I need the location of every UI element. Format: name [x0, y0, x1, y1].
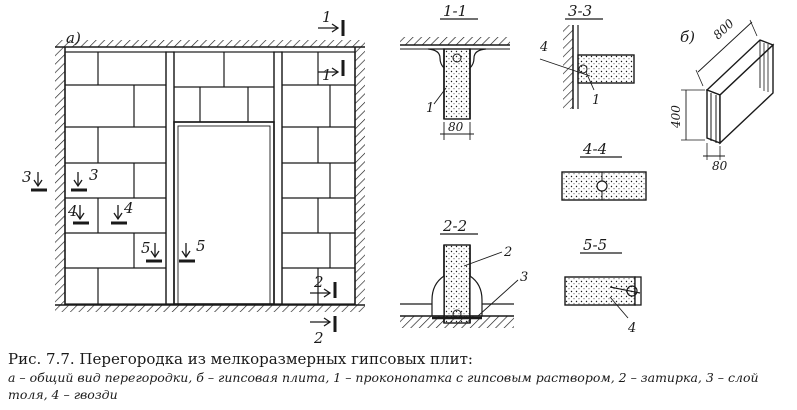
gypsum-block-view: б) 800 400 80 [669, 16, 775, 173]
section-3-3-slab [577, 54, 635, 84]
cut-mark-2-bottom-label: 2 [313, 329, 324, 345]
caption-title: Рис. 7.7. Перегородка из мелкоразмерных … [8, 350, 473, 368]
section-1-1-callout-1: 1 [426, 101, 434, 116]
block-length-dim: 800 [710, 16, 737, 42]
cut-mark-4-right-label: 4 [123, 199, 134, 217]
section-1-1-title: 1-1 [443, 2, 467, 20]
figure-caption: Рис. 7.7. Перегородка из мелкоразмерных … [8, 350, 793, 403]
lintel-panel [173, 51, 275, 123]
right-block-panel [281, 51, 356, 305]
floor-hatch [55, 305, 365, 312]
right-wall-hatch [355, 47, 365, 305]
cut-mark-4-left-label: 4 [67, 202, 78, 220]
cut-mark-3-left-label: 3 [22, 168, 32, 186]
cut-mark-5-left-label: 5 [141, 239, 151, 257]
partition-drawing: а) [22, 2, 775, 345]
left-wall-hatch [55, 47, 65, 305]
section-1-1-width-dim: 80 [448, 120, 464, 134]
section-3-3-title: 3-3 [568, 2, 592, 20]
cut-mark-4 [73, 205, 127, 225]
section-1-1-slab [443, 48, 471, 120]
cut-mark-5-right-label: 5 [196, 237, 206, 255]
section-4-4: 4-4 [561, 140, 647, 201]
cut-mark-2 [310, 282, 337, 332]
cut-mark-1-top-label: 1 [322, 8, 332, 26]
caption-legend: а – общий вид перегородки, б – гипсовая … [8, 370, 759, 402]
section-5-5-callout-4: 4 [627, 321, 636, 336]
section-5-5-slab [564, 276, 636, 306]
section-4-4-title: 4-4 [582, 140, 607, 158]
door-frame [173, 121, 275, 305]
block-height-dim: 400 [669, 105, 683, 129]
left-block-panel [64, 51, 167, 305]
view-b-label: б) [680, 28, 695, 46]
cut-mark-2-top-label: 2 [313, 273, 324, 291]
section-3-3: 3-3 4 1 [539, 2, 635, 109]
cut-mark-3 [31, 172, 87, 192]
elevation-view: а) [22, 8, 365, 345]
section-5-5: 5-5 4 [564, 236, 642, 336]
section-3-3-callout-4: 4 [539, 40, 548, 55]
cut-mark-5 [146, 243, 195, 263]
section-2-2-callout-3: 3 [520, 270, 528, 285]
cut-mark-1-bottom-label: 1 [322, 66, 332, 84]
section-1-1: 1-1 1 80 [400, 2, 510, 140]
section-2-2: 2-2 2 3 [400, 217, 528, 328]
section-5-5-title: 5-5 [583, 236, 607, 254]
cut-mark-3-right-label: 3 [89, 166, 99, 184]
ceiling-hatch [55, 40, 365, 47]
section-2-2-callout-2: 2 [503, 245, 512, 260]
left-door-post [165, 51, 175, 305]
block-thickness-dim: 80 [712, 159, 728, 173]
right-door-post [273, 51, 283, 305]
section-2-2-title: 2-2 [442, 217, 467, 235]
door-opening [177, 125, 271, 305]
cut-mark-1 [318, 20, 345, 77]
section-3-3-callout-1: 1 [592, 93, 600, 108]
section-2-2-slab [443, 244, 471, 324]
